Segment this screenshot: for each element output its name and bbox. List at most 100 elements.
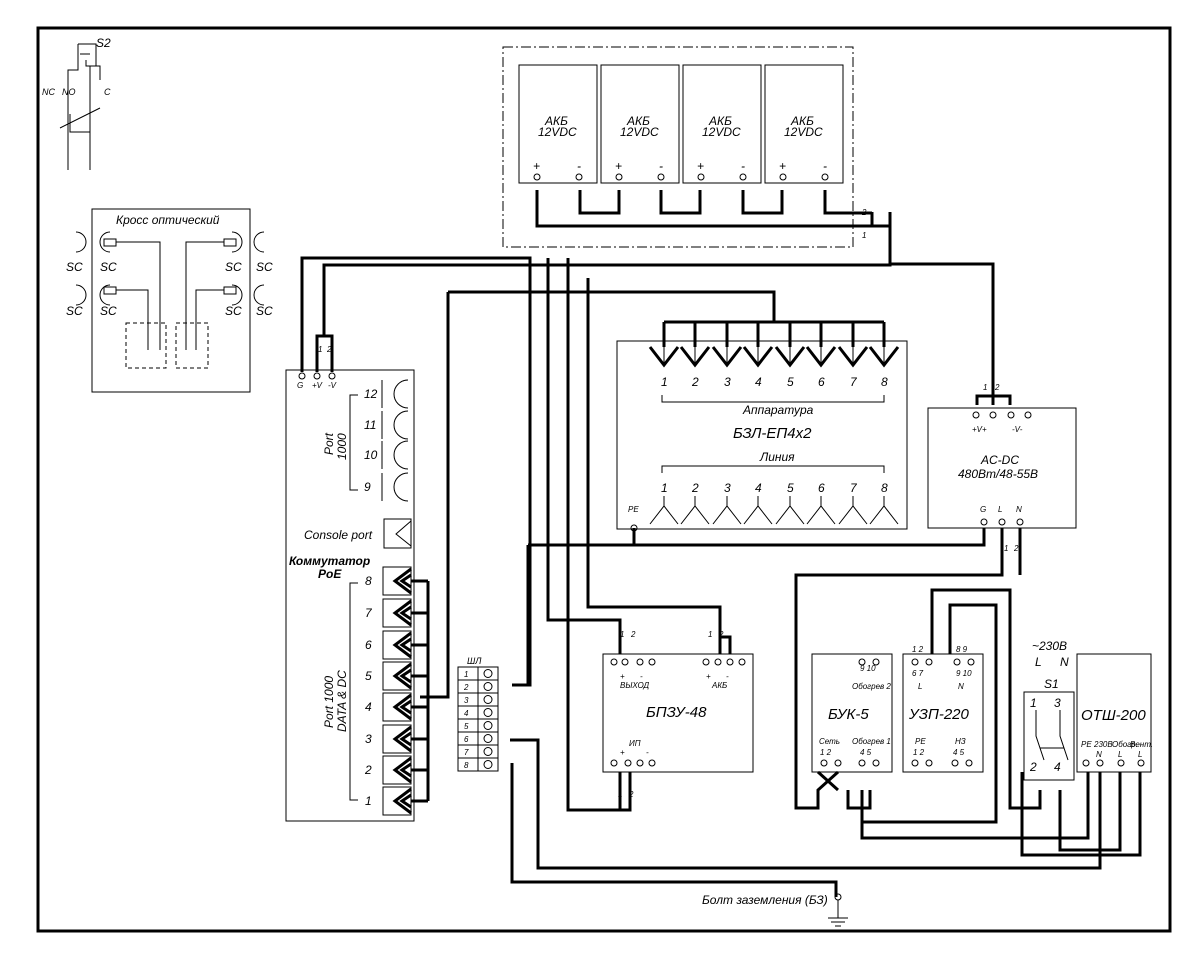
shl-row-number: 5 [464,722,469,731]
cross-plug [223,238,237,247]
s2-nc-label: NC [42,87,55,97]
cross-sc-label: SC [100,304,117,318]
bzl-apparatus-label: Аппаратура [742,403,814,417]
akb-cell [764,64,844,184]
akb-voltage: 12VDC [620,125,659,139]
akb-terminal [615,173,623,181]
shl-row-terminal [483,682,493,691]
port1000-icon [393,410,409,440]
akb-minus: - [823,159,827,173]
bpzu-terminal [636,658,644,666]
switch-s2: S2 NC NO C [42,36,111,170]
akb-plus: + [533,159,540,173]
bzl-apparatus-number: 5 [787,375,794,389]
wire-otsh-vent [1020,772,1142,857]
wire-bpzu-akb [586,278,732,654]
bpzu-term-1: 1 [708,630,712,639]
uzp-terminal [953,658,961,666]
acdc-name-1: AC-DC [980,453,1019,467]
wire-uzp-l [930,588,1042,810]
main-wiring [300,212,1142,897]
poe-port-number: 6 [365,638,372,652]
bzl-line-channel [838,505,868,525]
wire-acdc-out [873,224,1012,405]
switch-top-term-2: 2 [326,345,332,354]
otsh-pe: PE [1081,740,1092,749]
uzp-terms-right: 9 10 [956,669,972,678]
switch-terminal [328,372,336,380]
s1-breaker: ~230В L N S1 1 3 2 4 [1023,639,1075,781]
port1000-number: 9 [364,480,371,494]
akb-terminal [697,173,705,181]
shl-row-terminal [483,695,493,704]
acdc-name-2: 480Вт/48-55В [958,467,1038,481]
bpzu-block: БПЗУ-48 ВЫХОД АКБ ИП + - + - + - 1 2 1 2… [602,630,754,799]
akb-plus: + [779,159,786,173]
shl-row-number: 3 [464,696,469,705]
otsh-terminal [1117,759,1125,767]
wire-switch-g [300,256,532,687]
acdc-top-2: 2 [994,383,1000,392]
bzl-line-number: 4 [755,481,762,495]
acdc-bottom-2: 2 [1013,544,1019,553]
bpzu-terminal [610,759,618,767]
bpzu-terminal [714,658,722,666]
otsh-terminal [1082,759,1090,767]
otsh-230: 230В [1093,740,1113,749]
console-port-box [383,518,412,549]
poe-port-icon [392,599,412,627]
shl-row-number: 8 [464,761,469,770]
shl-row-number: 7 [464,748,469,757]
buk-top-terms: 9 10 [860,664,876,673]
wire-bpzu-ip [566,258,622,812]
akb-cell [600,64,680,184]
wire-bzl-feed [420,290,776,699]
port1000-label-2: 1000 [335,433,349,460]
bpzu-plus: + [620,672,625,681]
akb-voltage: 12VDC [702,125,741,139]
bzl-line-channel [775,505,805,525]
bpzu-minus: - [726,672,729,681]
s1-c3: 3 [1054,696,1061,710]
switch-term-g: G [297,381,303,390]
bpzu-terminal [621,658,629,666]
cross-plug [103,286,117,295]
cross-plug [223,286,237,295]
bzl-apparatus-number: 3 [724,375,731,389]
otsh-vent: Вент. [1130,740,1153,749]
uzp-pe: PE [915,737,926,746]
wire-bpzu-minus [572,772,632,812]
poe-switch-body [285,369,415,822]
acdc-terminal [989,411,997,419]
poe-port-icon [392,567,412,595]
bpzu-minus: - [640,672,643,681]
otsh-block: ОТШ-200 PE 230В Обогр. Вент. N L L [1076,653,1153,773]
cross-sc-connectors [99,231,243,306]
bpzu-terminal [610,658,618,666]
uzp-terminal [967,658,975,666]
poe-port-number: 3 [365,732,372,746]
shl-row-terminal [483,669,493,678]
wire-ground [510,763,838,897]
buk-obogrev1: Обогрев 1 [852,737,891,746]
akb-cell [518,64,598,184]
port1000-number: 12 [364,387,378,401]
wire-otsh [860,772,1122,852]
akb-minus: - [577,159,581,173]
diagram-frame [36,26,1172,933]
akb-name: АКБ [544,114,568,128]
akb-name: АКБ [790,114,814,128]
akb-terminal [739,173,747,181]
port1000-number: 11 [364,418,376,432]
uzp-body [902,653,984,773]
wire-acdc-ln [794,528,1022,810]
acdc-terminal [1016,518,1024,526]
acdc-terminal [1024,411,1032,419]
bzl-apparatus-number: 2 [691,375,699,389]
akb-minus: - [741,159,745,173]
acdc-terminal [1007,411,1015,419]
shl-name: ШЛ [467,656,482,666]
poe-port-icon [392,662,412,690]
s1-c4: 4 [1054,760,1061,774]
